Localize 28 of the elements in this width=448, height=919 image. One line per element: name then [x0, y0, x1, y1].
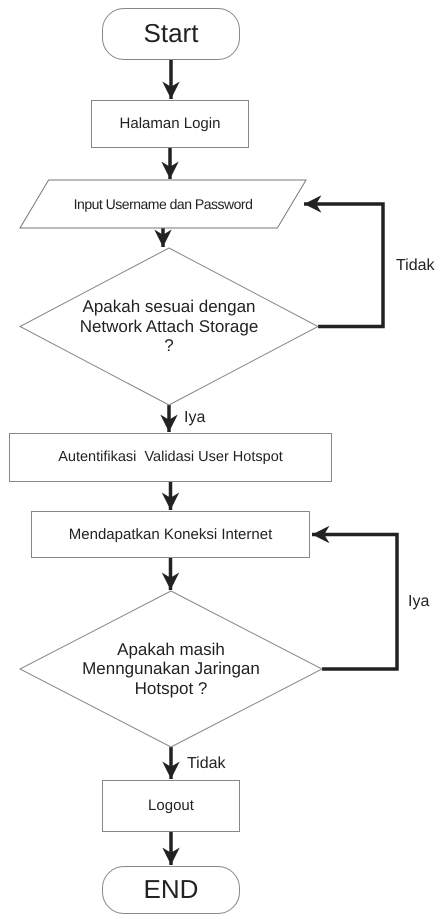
arrow	[154, 228, 172, 247]
process-box	[31, 511, 310, 558]
arrow	[304, 195, 385, 328]
node-text: Autentifikasi Validasi User Hotspot	[58, 449, 283, 466]
input-parallelogram	[20, 180, 306, 228]
node-text: Apakah sesuai dengan Network Attach Storage ?	[78, 297, 260, 356]
decision-diamond	[20, 248, 318, 405]
terminal-pill	[102, 8, 240, 60]
node-text: Mendapatkan Koneksi Internet	[68, 526, 272, 544]
node-text: Halaman Login	[120, 115, 220, 133]
arrow	[161, 148, 179, 179]
arrow	[162, 482, 180, 510]
process-box	[102, 780, 240, 832]
node-text: Apakah masih Menngunakan Jaringan Hotspot ?	[81, 640, 261, 698]
arrow	[162, 60, 180, 99]
arrow	[312, 526, 399, 671]
node-text: END	[144, 875, 198, 905]
node-text: Input Username dan Password	[74, 196, 252, 212]
arrow	[160, 405, 178, 432]
arrow	[162, 747, 180, 779]
arrow	[162, 558, 180, 590]
node-text: Logout	[148, 797, 194, 815]
arrow	[162, 832, 180, 865]
process-box	[91, 100, 249, 148]
node-text: Start	[144, 19, 198, 49]
process-box	[9, 433, 332, 482]
terminal-pill	[102, 866, 240, 914]
decision-diamond	[20, 591, 322, 747]
